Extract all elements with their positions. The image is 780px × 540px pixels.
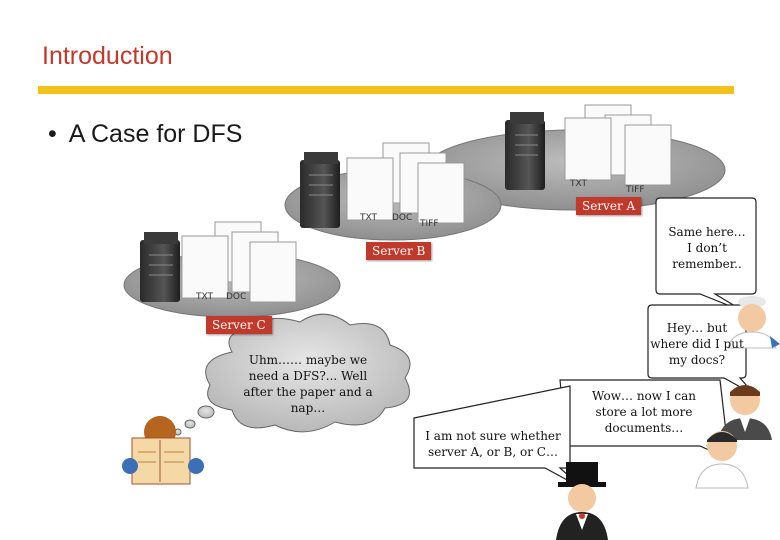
bubble-line: server A, or B, or C… (428, 445, 558, 459)
bullet-item: • A Case for DFS (48, 120, 242, 149)
bubble-text-server-c-user: Wow… now I can store a lot more document… (570, 388, 718, 436)
speech-bubble-server-a-user (655, 197, 757, 313)
slide-title: Introduction (42, 42, 173, 70)
doc-label-txt-a: TXT (569, 179, 588, 189)
thought-cloud (174, 313, 411, 436)
server-b-group: TXT DOC TIFF (284, 142, 502, 241)
bubble-line: Wow… now I can (591, 389, 697, 403)
thought-line: need a DFS?... Well (248, 369, 368, 383)
server-tower-icon (300, 152, 340, 228)
doc-label-tiff-b: TIFF (419, 219, 439, 229)
server-tower-icon (140, 232, 180, 302)
server-tower-icon (505, 112, 545, 190)
doc-label-doc-c: DOC (226, 292, 246, 302)
thought-text-newspaper-reader: Uhm…… maybe we need a DFS?... Well after… (228, 352, 388, 416)
bubble-line: my docs? (668, 353, 726, 367)
document-stack-icon (564, 104, 672, 186)
user-person-icon (695, 431, 749, 489)
top-hat-man-icon (556, 462, 608, 540)
bubble-line: I don’t (687, 241, 727, 255)
thought-line: nap… (290, 401, 326, 415)
server-b-label: Server B (366, 242, 432, 260)
doc-label-tiff-a: TIFF (625, 185, 645, 195)
doc-label-doc-b: DOC (392, 213, 412, 223)
newspaper-reader-icon (122, 416, 204, 485)
server-a-group: TXT TIFF (424, 104, 726, 211)
bullet-dot: • (48, 120, 57, 148)
bubble-text-businessman: I am not sure whether server A, or B, or… (418, 428, 568, 460)
bubble-line: I am not sure whether (425, 429, 561, 443)
user-person-icon (727, 296, 780, 349)
bubble-line: where did I put (650, 337, 744, 351)
bubble-text-server-b-user: Hey… but where did I put my docs? (648, 320, 746, 368)
bubble-line: Hey… but (666, 321, 728, 335)
document-stack-icon (346, 142, 465, 224)
bubble-line: documents… (604, 421, 684, 435)
thought-line: Uhm…… maybe we (248, 353, 368, 367)
server-c-label: Server C (206, 316, 272, 334)
title-rule (38, 86, 734, 94)
thought-line: after the paper and a (243, 385, 373, 399)
document-stack-icon (181, 221, 297, 303)
server-a-label: Server A (576, 197, 642, 215)
bubble-line: Same here… (668, 225, 746, 239)
doc-label-txt-c: TXT (195, 292, 214, 302)
bubble-line: store a lot more (595, 405, 693, 419)
server-c-group: TXT DOC (123, 221, 341, 318)
bubble-line: remember.. (672, 257, 742, 271)
bubble-text-server-a-user: Same here… I don’t remember.. (660, 224, 754, 272)
user-person-icon (718, 385, 772, 440)
doc-label-txt-b: TXT (359, 213, 378, 223)
bullet-text: A Case for DFS (68, 120, 243, 148)
